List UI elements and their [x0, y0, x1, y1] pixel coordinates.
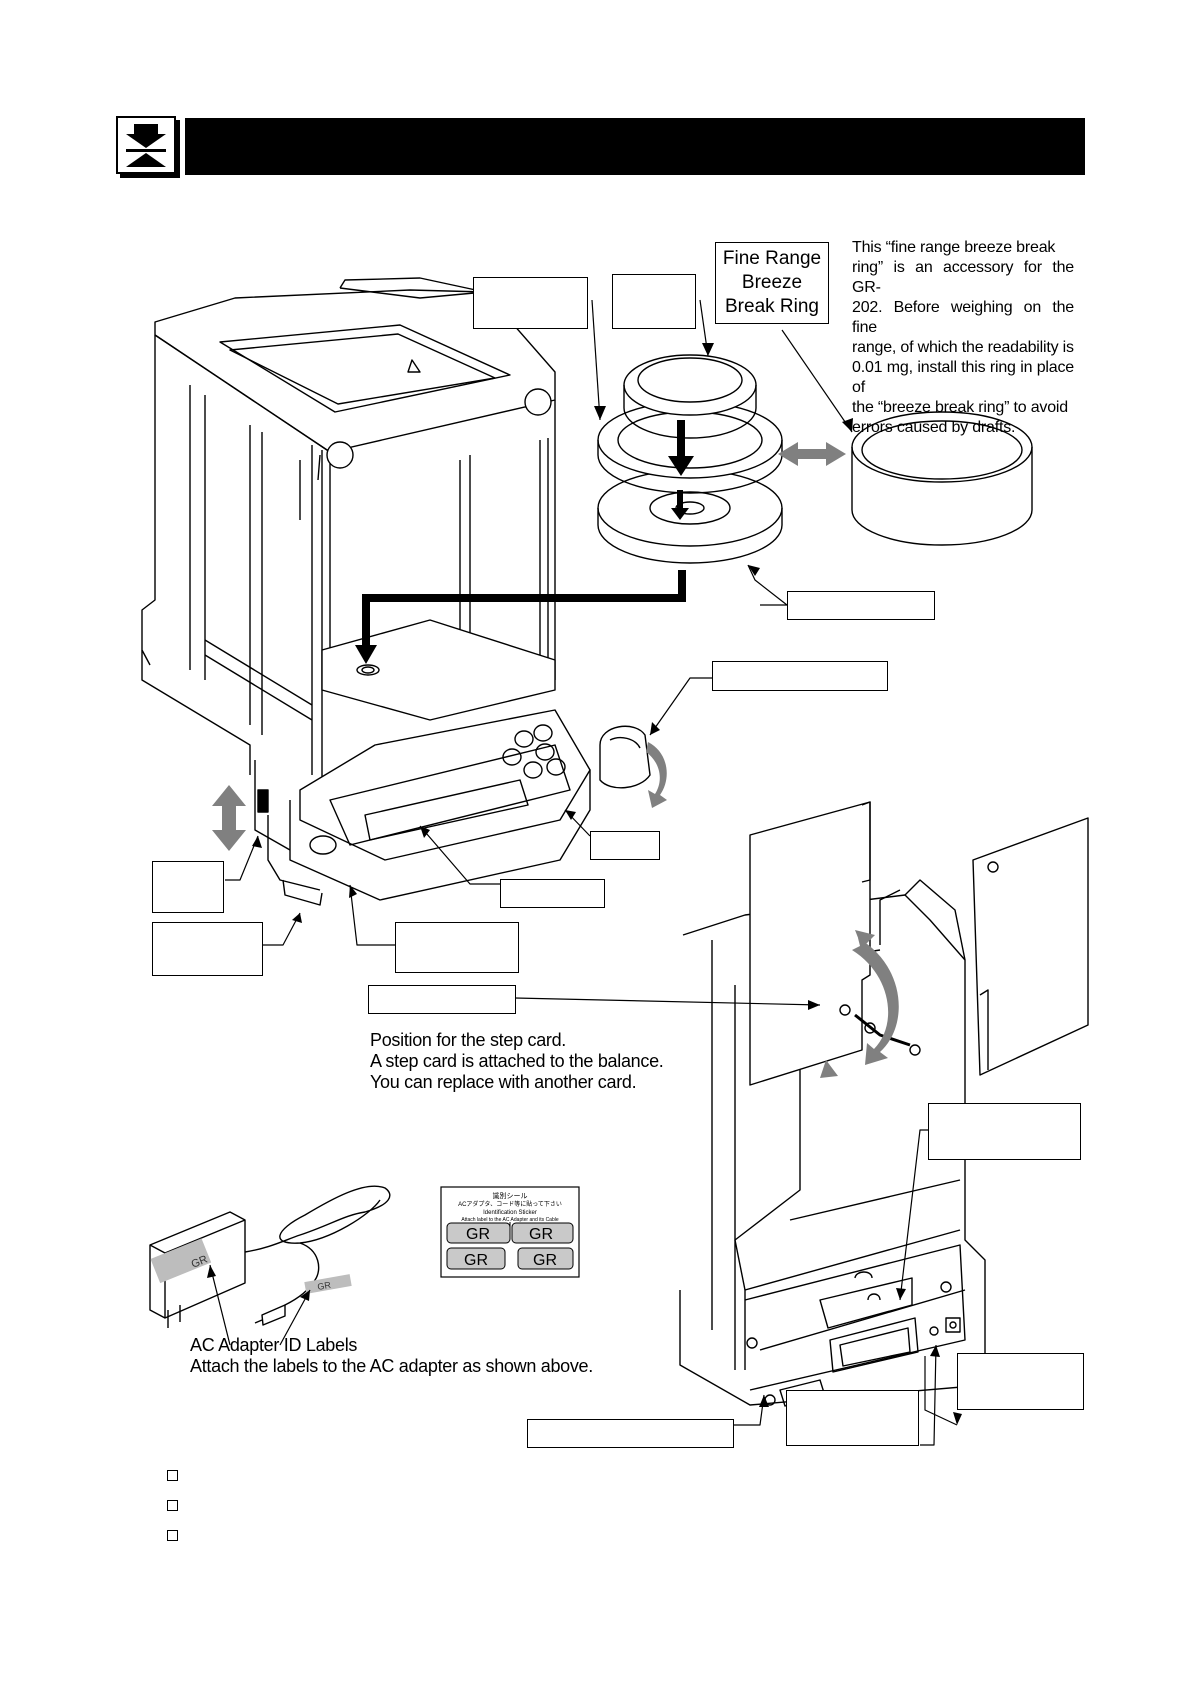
callout-box	[152, 922, 263, 976]
identification-sticker: 識別シール ACアダプタ、コード等に貼って下さい Identification …	[440, 1186, 580, 1278]
sticker-label: GR	[464, 1252, 488, 1269]
step-card-caption: Position for the step card. A step card …	[370, 1030, 664, 1092]
callout-box	[527, 1419, 734, 1448]
draft-shield	[141, 277, 651, 906]
callout-box	[473, 277, 588, 329]
callout-box	[957, 1353, 1084, 1410]
fine-range-note: This “fine range breeze break ring” is a…	[852, 239, 1074, 436]
adapter-id-label: GR	[190, 1253, 210, 1270]
checkbox-icon	[167, 1500, 178, 1511]
callout-box	[590, 831, 660, 860]
callout-box	[612, 274, 696, 329]
sticker-label: GR	[466, 1226, 490, 1243]
callout-box	[787, 591, 935, 620]
weighing-pan-assembly	[597, 354, 1033, 564]
ac-adapter-illustration	[149, 1185, 391, 1328]
motion-arrows	[212, 442, 899, 1078]
fine-range-ring-label: Fine Range Breeze Break Ring	[715, 242, 829, 324]
sticker-en-title: Identification Sticker	[483, 1210, 537, 1216]
callout-box	[928, 1103, 1081, 1160]
checkbox-icon	[167, 1530, 178, 1541]
callout-box	[395, 922, 519, 973]
checkbox-icon	[167, 1470, 178, 1481]
sticker-label: GR	[533, 1252, 557, 1269]
ac-adapter-caption: AC Adapter ID Labels Attach the labels t…	[190, 1335, 593, 1376]
section-title-bar	[185, 118, 1085, 175]
rear-view-balance	[679, 801, 1089, 1407]
callout-box	[368, 985, 516, 1014]
callout-box	[786, 1390, 919, 1446]
cable-id-label: GR	[317, 1280, 333, 1292]
sticker-label: GR	[529, 1226, 553, 1243]
sticker-en-instruction: Attach label to the AC Adapter and its C…	[461, 1217, 559, 1223]
callout-box	[152, 861, 224, 913]
callout-box	[712, 661, 888, 691]
install-arrows	[355, 420, 694, 664]
install-down-arrow-icon	[116, 116, 176, 174]
sticker-jp-instruction: ACアダプタ、コード等に貼って下さい	[458, 1200, 562, 1208]
sticker-jp-title: 識別シール	[493, 1191, 528, 1200]
callout-box	[500, 879, 605, 908]
